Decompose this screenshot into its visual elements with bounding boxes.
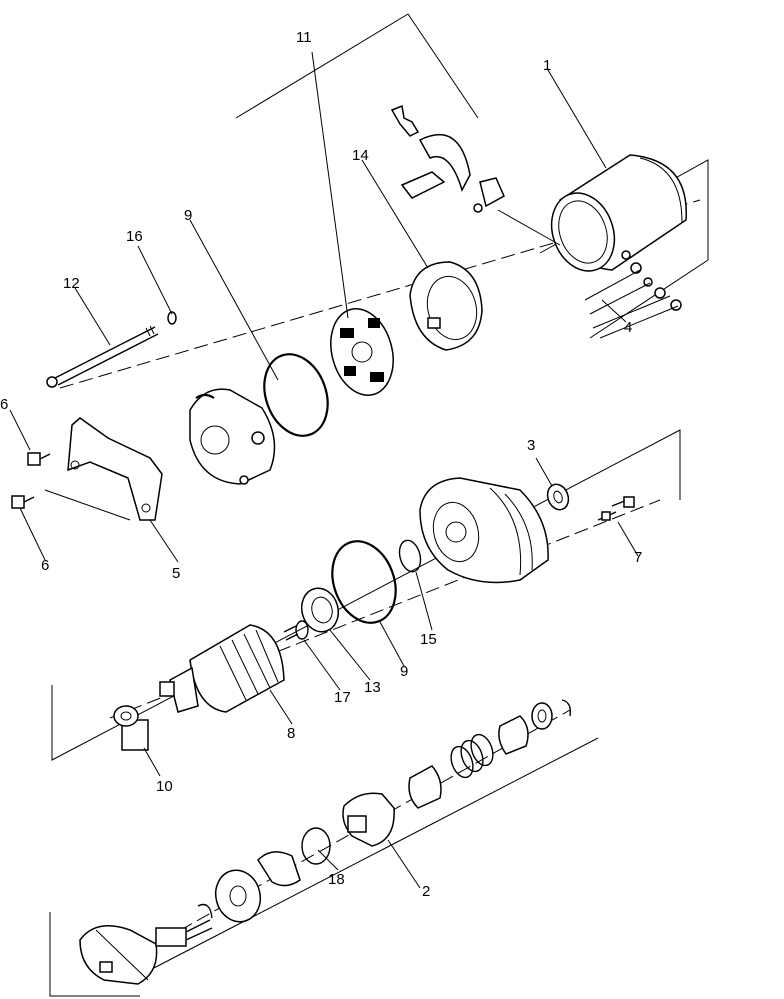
callout-12: 12 (63, 275, 80, 292)
callout-9-lower: 9 (400, 663, 409, 680)
callout-2: 2 (422, 883, 431, 900)
yoke-housing (550, 154, 687, 272)
washer-3 (546, 483, 570, 511)
group-bracket-lower (49, 737, 599, 997)
spring (450, 733, 494, 779)
callout-13: 13 (364, 679, 381, 696)
callout-5: 5 (172, 565, 181, 582)
through-bolt (46, 325, 159, 388)
screws-7 (597, 496, 635, 521)
bracket-screw-upper (27, 452, 51, 466)
callout-8: 8 (287, 725, 296, 742)
mounting-bracket (44, 417, 163, 521)
small-clip (197, 903, 213, 919)
end-cover (189, 388, 276, 485)
o-ring-lower (331, 540, 397, 624)
axis-lines (59, 199, 701, 971)
stop-collar (531, 702, 553, 730)
callout-6-lower: 6 (41, 557, 50, 574)
brush-plate-assembly (330, 308, 394, 396)
callout-14: 14 (352, 147, 369, 164)
brush-terminal-set (390, 104, 561, 246)
screws-and-washers (584, 250, 682, 339)
o-ring-15 (398, 539, 422, 573)
spacer-sleeve (408, 765, 442, 809)
callout-1: 1 (543, 57, 552, 74)
callout-18: 18 (328, 871, 345, 888)
bracket-screw-lower (11, 495, 35, 509)
cap-10 (113, 705, 149, 751)
callout-4: 4 (624, 319, 633, 336)
bearing (300, 587, 340, 633)
large-washer (214, 869, 262, 923)
callout-17: 17 (334, 689, 351, 706)
sleeve (498, 715, 529, 755)
o-ring-upper (263, 353, 329, 437)
overrunning-clutch (342, 792, 395, 847)
callout-9-upper: 9 (184, 207, 193, 224)
callout-11: 11 (296, 29, 312, 46)
drive-gear-shaft (79, 919, 213, 985)
callout-16: 16 (126, 228, 143, 245)
callout-7: 7 (634, 549, 643, 566)
callout-3: 3 (527, 437, 536, 454)
callout-10: 10 (156, 778, 173, 795)
circlip-top (561, 699, 572, 717)
callout-15: 15 (420, 631, 437, 648)
shift-lever-piece (257, 851, 301, 887)
bolt-washer (167, 311, 177, 325)
o-ring-18 (301, 827, 331, 865)
armature (159, 624, 299, 713)
callout-6-upper: 6 (0, 396, 9, 413)
leader-lines (9, 51, 639, 889)
group-bracket-middle (51, 429, 681, 761)
brush-holder-ring (409, 261, 483, 351)
front-housing (419, 477, 549, 584)
small-ring-17 (295, 620, 309, 640)
